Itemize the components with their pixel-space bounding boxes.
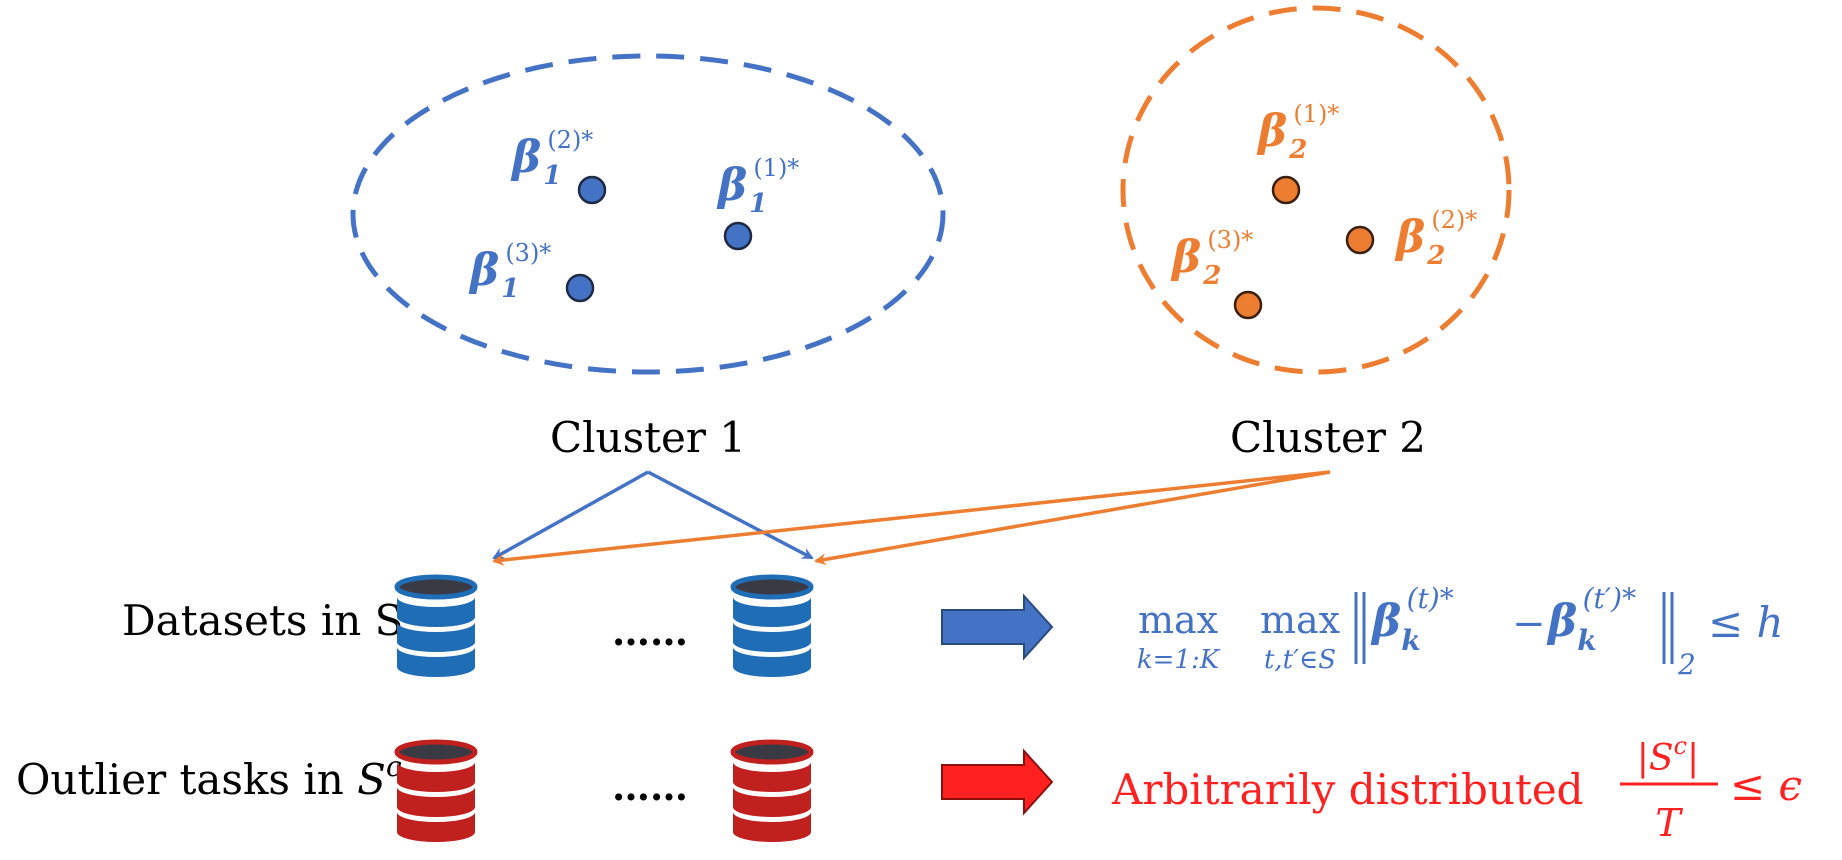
database-top [394, 574, 478, 600]
ratio-leq-eps: ≤ ϵ [1730, 761, 1802, 810]
cluster-2-point-2 [1345, 225, 1375, 255]
cluster-1-label-beta-1: β1(1)* [716, 154, 799, 219]
formula-beta-tp: βk(t′)* [1546, 582, 1636, 657]
ratio-denominator: T [1655, 801, 1683, 845]
database-top [730, 739, 814, 765]
database-segment [397, 597, 475, 627]
formula-beta-t: βk(t)* [1370, 582, 1454, 657]
ratio-numerator: |Sc| [1637, 732, 1699, 779]
outlier-ratio-formula: |Sc| T ≤ ϵ [1620, 732, 1802, 845]
database-segment [397, 787, 475, 817]
outlier-ellipsis: …… [612, 764, 688, 809]
database-top [730, 574, 814, 600]
database-segment [397, 762, 475, 792]
outlier-block-arrow [941, 748, 1054, 816]
cluster-2-arrow-right [814, 470, 1331, 566]
cluster-1-label: Cluster 1 [550, 413, 746, 462]
cluster-1-point-3 [565, 273, 595, 303]
formula-norm-sub: 2 [1677, 648, 1696, 681]
database-icon-red-1 [394, 739, 478, 842]
cluster-2-point-1 [1271, 175, 1301, 205]
cluster-2-label: Cluster 2 [1230, 413, 1426, 462]
formula-leq-h: ≤ h [1708, 598, 1784, 647]
database-segment [397, 647, 475, 677]
database-segment [733, 597, 811, 627]
cluster-1-point-1 [723, 221, 753, 251]
cluster-1-boundary [350, 53, 946, 375]
cluster-2-point-3 [1233, 290, 1263, 320]
database-segment [733, 622, 811, 652]
datasets-ellipsis: …… [612, 609, 688, 654]
datasets-block-arrow [941, 593, 1054, 661]
cluster-1-point-2 [577, 175, 607, 205]
cluster-1-label-beta-2: β1(2)* [510, 126, 593, 191]
cluster-2-boundary [1120, 5, 1512, 375]
database-segment [733, 787, 811, 817]
cluster-2-arrow-left [492, 470, 1331, 566]
database-segment [733, 647, 811, 677]
arbitrarily-distributed-text: Arbitrarily distributed [1111, 765, 1584, 814]
cluster-1-label-beta-3: β1(3)* [468, 239, 551, 304]
formula-max-k-sub: k=1:K [1137, 645, 1221, 675]
outlier-row-label: Outlier tasks in Sc [16, 750, 402, 804]
formula-minus: − [1512, 601, 1546, 647]
database-icon-red-2 [730, 739, 814, 842]
database-segment [733, 762, 811, 792]
formula-max-t: max [1260, 598, 1340, 642]
cluster-2-label-beta-3: β2(3)* [1170, 226, 1253, 291]
database-segment [397, 812, 475, 842]
cluster-1-arrow-left [492, 470, 649, 560]
datasets-row-label: Datasets in S [122, 596, 403, 645]
database-icon-blue-2 [730, 574, 814, 677]
database-segment [397, 622, 475, 652]
similarity-formula: max k=1:K max t,t′∈S βk(t)* − βk(t′)* 2 … [1137, 582, 1784, 681]
database-icon-blue-1 [394, 574, 478, 677]
database-top [394, 739, 478, 765]
cluster-2-label-beta-2: β2(2)* [1394, 206, 1477, 271]
cluster-2-label-beta-1: β2(1)* [1256, 100, 1339, 165]
cluster-1-arrow-right [647, 470, 814, 560]
database-segment [733, 812, 811, 842]
formula-max-k: max [1138, 598, 1218, 642]
formula-max-t-sub: t,t′∈S [1264, 645, 1336, 675]
